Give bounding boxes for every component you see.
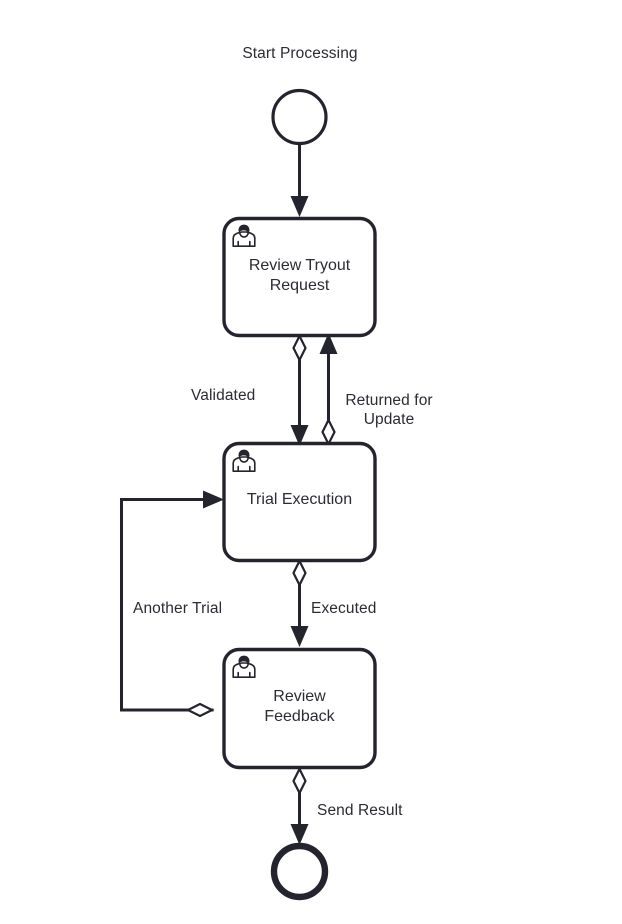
flow-validated xyxy=(290,333,309,446)
flow-start-to-review xyxy=(290,142,309,217)
conditional-marker xyxy=(321,417,336,447)
start-event-label: Start Processing xyxy=(242,45,358,62)
flow-executed xyxy=(290,558,309,647)
edge-label-returned-for-update: Returned for Update xyxy=(345,392,433,428)
flow-returned-for-update xyxy=(319,333,338,447)
flow-send-result xyxy=(290,766,309,845)
edge-label-send-result: Send Result xyxy=(317,802,403,819)
conditional-marker xyxy=(185,702,215,718)
end-event-circle[interactable] xyxy=(270,842,329,901)
task-trial-execution[interactable] xyxy=(222,441,377,563)
task-label-trial-execution: Trial Execution xyxy=(246,491,353,508)
task-label-review-feedback: Review Feedback xyxy=(264,688,335,725)
conditional-marker xyxy=(292,333,307,363)
edge-label-validated: Validated xyxy=(191,387,256,404)
task-review-feedback[interactable] xyxy=(222,647,377,770)
edge-label-executed: Executed xyxy=(311,600,377,617)
edge-label-another-trial: Another Trial xyxy=(133,600,223,617)
start-event-circle[interactable] xyxy=(271,88,328,146)
flow-another-trial xyxy=(120,490,224,718)
task-label-review-tryout-request: Review Tryout Request xyxy=(248,257,351,294)
conditional-marker xyxy=(292,766,307,796)
task-review-tryout-request[interactable] xyxy=(222,216,377,338)
conditional-marker xyxy=(292,558,307,588)
